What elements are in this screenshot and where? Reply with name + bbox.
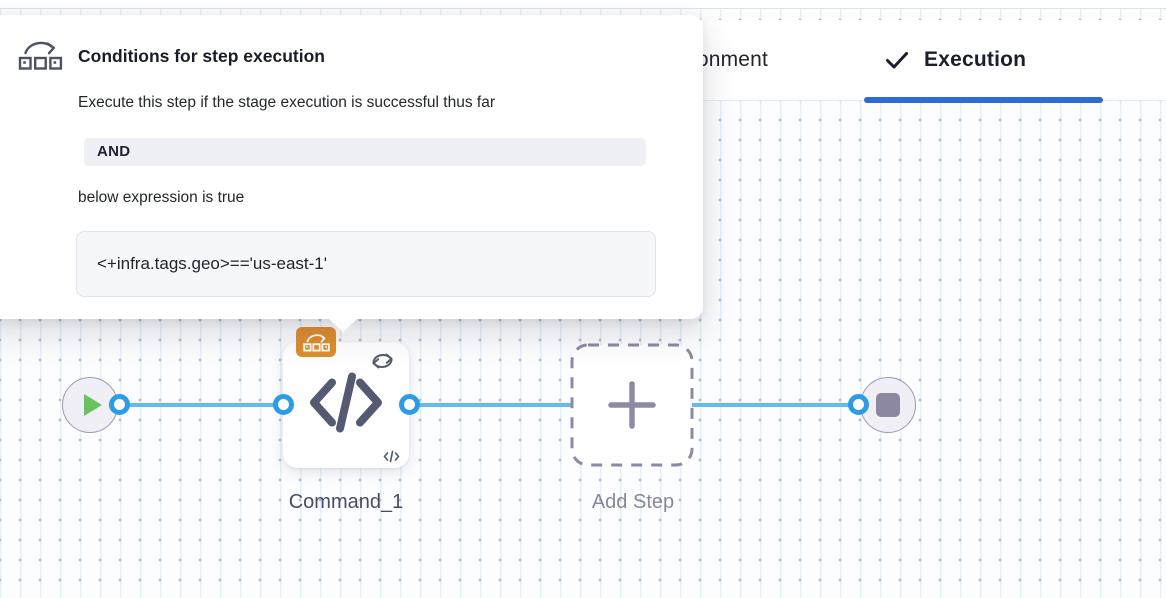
looping-strategy-icon[interactable] [368, 349, 397, 373]
add-step-button[interactable] [570, 343, 694, 467]
command-out-port[interactable] [399, 394, 420, 415]
step-name-label: Command_1 [288, 491, 404, 513]
popover-title: Conditions for step execution [78, 46, 325, 66]
active-tab-underline [864, 97, 1103, 103]
toolbar-strip [0, 0, 1166, 9]
start-out-port[interactable] [109, 394, 130, 415]
conditional-execution-icon [302, 332, 330, 353]
conditional-execution-icon [18, 37, 63, 72]
add-step-label: Add Step [591, 491, 675, 513]
command-in-port[interactable] [273, 394, 294, 415]
stop-icon [876, 393, 900, 417]
play-icon [83, 394, 102, 416]
plus-icon [608, 381, 656, 429]
step-node-command[interactable] [283, 327, 409, 468]
popover-arrow [328, 318, 358, 332]
tab-execution[interactable]: Execution [884, 20, 1026, 100]
check-icon [884, 47, 910, 73]
expression-value: <+infra.tags.geo>=='us-east-1' [76, 231, 656, 297]
conditions-popover: Conditions for step execution Execute th… [0, 15, 703, 332]
end-in-port[interactable] [848, 394, 869, 415]
command-step-icon [308, 372, 384, 434]
operator-badge: AND [84, 138, 646, 166]
flow-connector-line [119, 403, 858, 407]
popover-description: Execute this step if the stage execution… [78, 94, 495, 111]
expression-intro: below expression is true [78, 189, 245, 206]
pipeline-end-node[interactable] [860, 377, 916, 433]
command-type-mini-icon [383, 450, 400, 463]
tab-execution-label: Execution [924, 48, 1027, 71]
conditional-execution-badge[interactable] [296, 327, 336, 357]
